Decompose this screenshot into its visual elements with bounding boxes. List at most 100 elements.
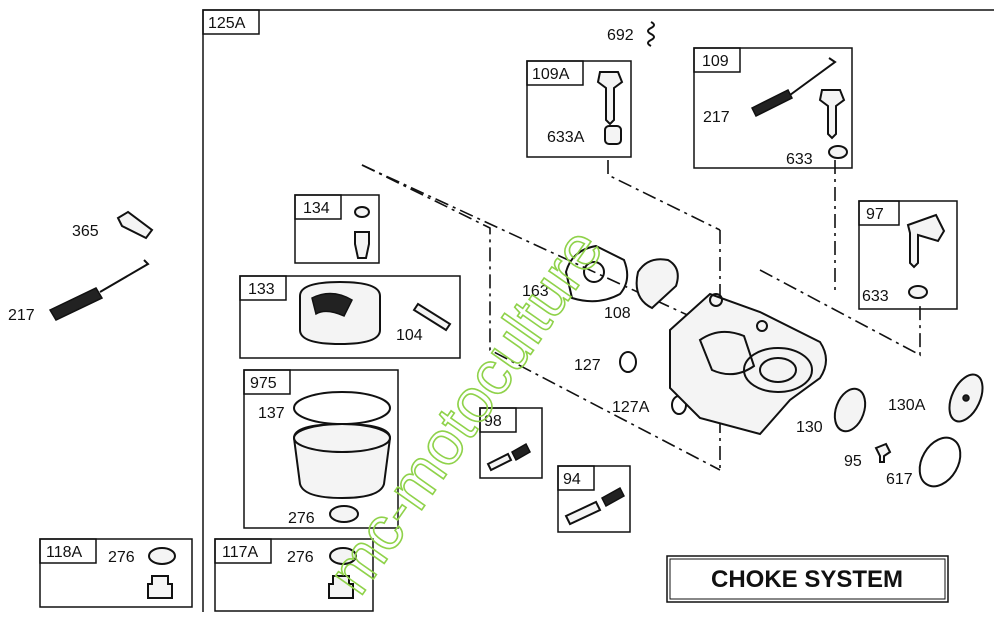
seal-633-box97-icon [908,285,928,299]
box-109A: 109A 633A [526,60,632,158]
box-109-label: 109 [702,53,729,70]
frame-125A: 125A [202,9,994,612]
box-134: 134 [294,194,380,264]
label-617: 617 [886,471,913,488]
label-95: 95 [844,453,862,470]
label-127A: 127A [612,399,650,416]
carb-bore-icon [759,357,797,383]
label-130A: 130A [888,397,926,414]
box-118A-label: 118A [46,544,83,561]
box-117A-label: 117A [222,544,259,561]
box-94-label: 94 [563,471,581,488]
label-276-box117A: 276 [287,549,314,566]
box-133-label-box [239,275,287,301]
label-633A: 633A [547,129,585,146]
label-108: 108 [604,305,631,322]
dash-line-109A [607,160,721,231]
part-692-spring: 692 [607,21,655,47]
box-118A-label-box [39,538,97,564]
box-117A: 117A 276 [214,538,374,612]
box-134-label: 134 [303,200,330,217]
box-117A-label-box [214,538,272,564]
spring-692-icon [647,21,655,47]
box-98-label: 98 [484,413,502,430]
box-975-label-box [243,369,291,395]
box-133-frame [239,275,461,359]
float-notch-icon [311,292,353,317]
label-130: 130 [796,419,823,436]
seal-633A-icon [604,125,622,145]
box-109A-label-box [526,60,584,86]
box-97-label-box [858,200,900,226]
spring-217-icon-left [48,287,104,321]
needle-seat-icon [354,206,370,218]
plate-108-icon [635,258,679,310]
box-133: 133 104 [239,275,461,359]
box-94-label-box [557,465,595,491]
screw-365-icon [116,210,154,240]
label-127: 127 [574,357,601,374]
bowl-nut-117A-icon [328,575,354,599]
gaskets: 163 108 127 127A [522,244,687,416]
box-118A-frame [39,538,193,608]
title-frame [666,555,949,603]
label-276-box118A: 276 [108,549,135,566]
choke-shaft-109A-icon [596,71,624,126]
gasket-137-icon [293,391,391,425]
carb-boss2-icon [756,320,768,332]
gasket-617-icon [918,436,962,488]
throttle-shaft-97-icon [906,213,946,269]
dash-line-right [759,269,921,357]
box-98: 98 [479,407,543,479]
choke-shaft-109-icon [818,89,846,140]
screw-95-icon [874,442,892,463]
carb-boss-icon [709,293,723,307]
box-97: 97 633 [858,200,958,310]
idle-spring-98-icon [511,442,531,462]
label-217-box: 217 [703,109,730,126]
box-117A-frame [214,538,374,612]
title-box: CHOKE SYSTEM [666,555,949,603]
seal-633-icon [828,145,848,159]
box-97-label: 97 [866,206,884,223]
choke-plates: 130 130A 95 617 [796,373,984,488]
label-365: 365 [72,223,99,240]
box-975: 975 137 276 [243,369,399,529]
label-137: 137 [258,405,285,422]
bowl-rim-icon [293,423,391,453]
mixture-screw-94-icon [564,500,602,526]
box-134-label-box [294,194,342,220]
box-109-label-box [693,47,741,73]
box-94: 94 [557,465,631,533]
frame-label: 125A [208,15,246,32]
gasket-163-icon [564,244,629,303]
label-633-box: 633 [786,151,813,168]
spring-217-icon [750,88,794,118]
diagram-title: CHOKE SYSTEM [711,566,903,593]
box-109: 109 217 633 [693,47,853,169]
watermark: mc-motoculture [315,216,617,606]
label-217-left: 217 [8,307,35,324]
loose-parts-left: 365 217 [8,210,154,324]
title-inner-frame [669,558,946,600]
hinge-pin-104-icon [412,302,452,332]
box-109-frame [693,47,853,169]
idle-screw-98-icon [486,452,513,472]
box-98-label-box [479,407,517,433]
box-97-frame [858,200,958,310]
frame-label-box [202,9,260,35]
box-118A: 118A 276 [39,538,193,608]
choke-plate-130-icon [833,387,867,433]
gasket-163-hole-icon [583,261,605,283]
dash-line-mid [361,164,721,331]
box-975-label: 975 [250,375,277,392]
label-104: 104 [396,327,423,344]
mixture-spring-94-icon [601,486,625,508]
spring-wire-icon [789,57,837,96]
label-163: 163 [522,283,549,300]
washer-276-box118A-icon [148,547,176,565]
washer-276-box117A-icon [329,547,357,565]
oring-127-icon [619,351,637,373]
